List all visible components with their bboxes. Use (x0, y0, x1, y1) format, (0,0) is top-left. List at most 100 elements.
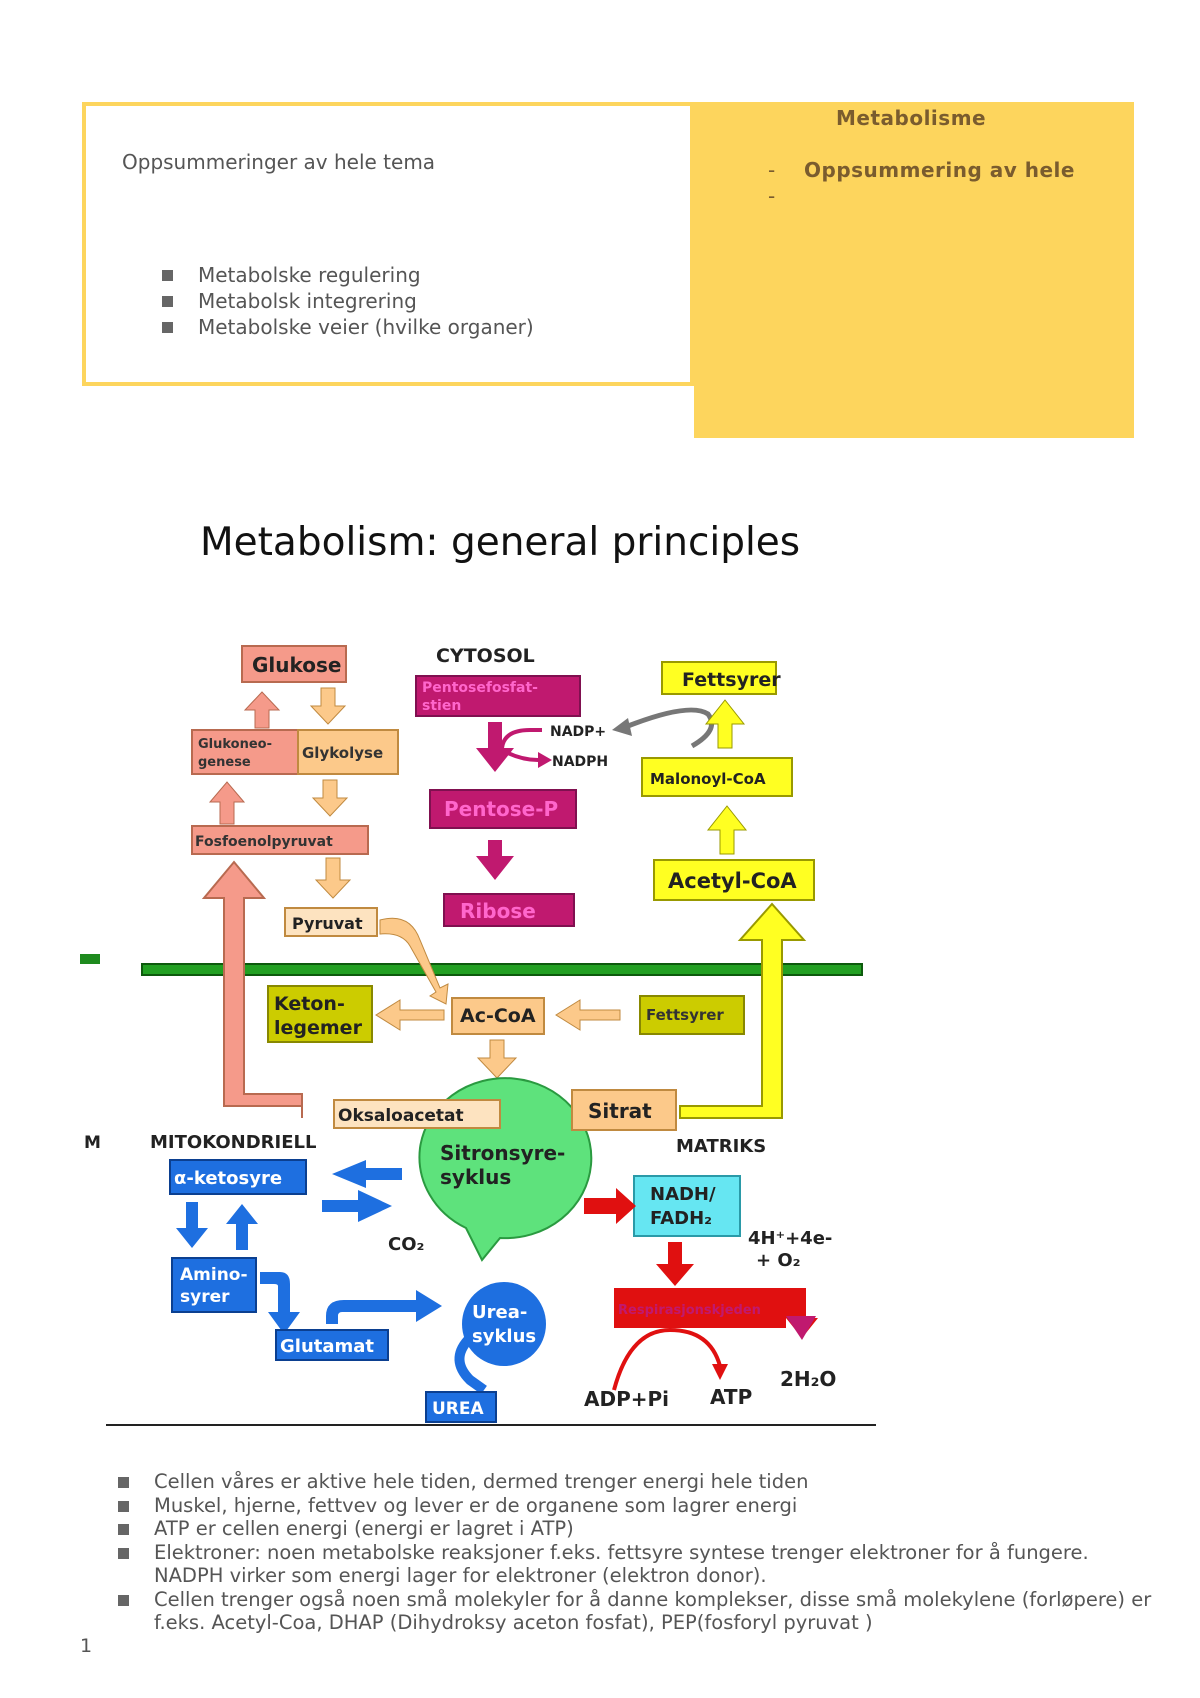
dash-marker: - (768, 184, 776, 208)
pentosefosfat-box (415, 675, 581, 717)
list-item: ATP er cellen energi (energi er lagret i… (118, 1517, 1158, 1541)
electrons-label: 4H⁺+4e- (748, 1228, 832, 1249)
glukoneogenese-label: Glukoneo- (198, 737, 272, 752)
ketosyre-box (169, 1159, 307, 1195)
acetyl-coa-box (653, 859, 815, 901)
topic-list: Metabolske regulering Metabolsk integrer… (162, 262, 534, 340)
list-item: Cellen våres er aktive hele tiden, derme… (118, 1470, 1158, 1494)
glukoneogenese-label-2: genese (198, 755, 251, 770)
arrow-right-icon (326, 1290, 442, 1324)
arrow-left-icon (332, 1160, 402, 1188)
list-item: Cellen trenger også noen små molekyler f… (118, 1588, 1158, 1635)
accoa-label: Ac-CoA (460, 1005, 536, 1027)
arrow-up-icon (706, 805, 748, 855)
ketonlegemer-label-2: legemer (274, 1017, 363, 1039)
glykolyse-label: Glykolyse (302, 744, 383, 762)
notes-list: Cellen våres er aktive hele tiden, derme… (118, 1470, 1158, 1635)
list-item: Metabolske regulering (162, 262, 534, 288)
membrane-fragment (80, 954, 100, 964)
fettsyrer-top-box (661, 661, 777, 695)
fettsyrer-top-label: Fettsyrer (682, 669, 781, 691)
list-item: Metabolske veier (hvilke organer) (162, 314, 534, 340)
ketonlegemer-box (267, 985, 373, 1043)
ketosyre-label: α-ketosyre (174, 1168, 282, 1189)
malonyl-coa-label: Malonoyl-CoA (650, 770, 766, 788)
document-title: Metabolisme (836, 106, 987, 130)
respirasjonskjeden-box (614, 1288, 818, 1338)
nadp-curve-icon (500, 728, 542, 749)
matriks-label: MATRIKS (676, 1136, 766, 1157)
square-bullet-icon (118, 1477, 129, 1488)
urea-label: UREA (432, 1399, 485, 1419)
glukose-label: Glukose (252, 653, 341, 677)
urea-cycle-label-2: syklus (472, 1326, 536, 1347)
atp-synthesis-curve-icon (612, 1327, 722, 1391)
nadh-fadh-box (633, 1175, 741, 1237)
glukose-box (241, 645, 347, 683)
arrow-down-icon (314, 857, 352, 899)
accoa-box (451, 997, 545, 1035)
sitrat-label: Sitrat (588, 1099, 652, 1123)
urea-cycle-shape (462, 1282, 546, 1366)
ketonlegemer-label: Keton- (274, 993, 345, 1015)
diagram-baseline (106, 1424, 876, 1426)
list-item: Elektroner: noen metabolske reaksjoner f… (118, 1541, 1158, 1588)
arrow-down-icon (176, 1202, 208, 1248)
arrow-down-icon (476, 1039, 518, 1079)
topic-text: Metabolsk integrering (198, 289, 417, 313)
adp-label: ADP+Pi (584, 1387, 669, 1411)
mitokondriell-label: MITOKONDRIELL (150, 1132, 316, 1153)
topic-text: Metabolske veier (hvilke organer) (198, 315, 534, 339)
aminosyrer-label-2: syrer (180, 1287, 230, 1307)
citrate-shuttle-arrow-icon (679, 902, 807, 1119)
water-label: 2H₂O (780, 1367, 836, 1391)
fadh-label: FADH₂ (650, 1208, 712, 1229)
nadp-label: NADP+ (550, 724, 606, 740)
co2-label: CO₂ (388, 1234, 424, 1255)
m-label: M (84, 1133, 101, 1153)
page-number: 1 (80, 1635, 93, 1657)
fettsyrer-mid-label: Fettsyrer (646, 1006, 724, 1024)
note-text: Cellen trenger også noen små molekyler f… (154, 1587, 1152, 1635)
glykolyse-box (297, 729, 399, 775)
pentosefosfat-label-2: stien (422, 698, 461, 714)
subtitle-line-empty: - (768, 184, 804, 208)
malonyl-coa-box (641, 757, 793, 797)
nadph-curve-icon (501, 748, 539, 762)
aminosyrer-box (171, 1257, 257, 1313)
arrow-head-icon (786, 1316, 816, 1340)
sitronsyresyklus-label-2: syklus (440, 1165, 511, 1189)
square-bullet-icon (162, 296, 173, 307)
arrow-up-icon (208, 781, 246, 825)
dash-marker: - (768, 158, 776, 182)
square-bullet-icon (162, 270, 173, 281)
nadh-label: NADH/ (650, 1184, 716, 1205)
oxygen-label: + O₂ (756, 1250, 801, 1271)
arrow-head-icon (712, 1364, 728, 1380)
arrow-down-icon (476, 722, 514, 772)
arrow-up-icon (704, 699, 746, 749)
oksaloacetat-label: Oksaloacetat (338, 1106, 464, 1126)
note-text: Elektroner: noen metabolske reaksjoner f… (154, 1540, 1089, 1588)
note-text: ATP er cellen energi (energi er lagret i… (154, 1517, 574, 1540)
respirasjonskjeden-label: Respirasjonskjeden (618, 1303, 761, 1318)
aminosyrer-label: Amino- (180, 1265, 248, 1285)
title-panel: Metabolisme - Oppsummering av hele - (694, 102, 1134, 438)
sitronsyresyklus-label: Sitronsyre- (440, 1141, 565, 1165)
pentose-p-label: Pentose-P (444, 797, 558, 821)
arrow-down-icon (311, 779, 349, 817)
gluconeogenesis-arrow-icon (201, 860, 303, 1118)
fettsyrer-mid-box (639, 995, 745, 1035)
fosfoenolpyruvat-box (191, 825, 369, 855)
fosfoenolpyruvat-label: Fosfoenolpyruvat (195, 834, 333, 850)
arrow-up-icon (226, 1204, 258, 1250)
pentose-p-box (429, 789, 577, 829)
diagram-title: Metabolism: general principles (200, 520, 801, 565)
arrow-right-icon (584, 1188, 636, 1224)
arrow-down-icon (260, 1272, 300, 1334)
urea-out-curve-icon (454, 1336, 487, 1395)
square-bullet-icon (118, 1594, 129, 1606)
glukoneogenese-box (191, 729, 299, 775)
subtitle-text: Oppsummering av hele (804, 158, 1075, 182)
mitochondrial-membrane (141, 963, 863, 976)
